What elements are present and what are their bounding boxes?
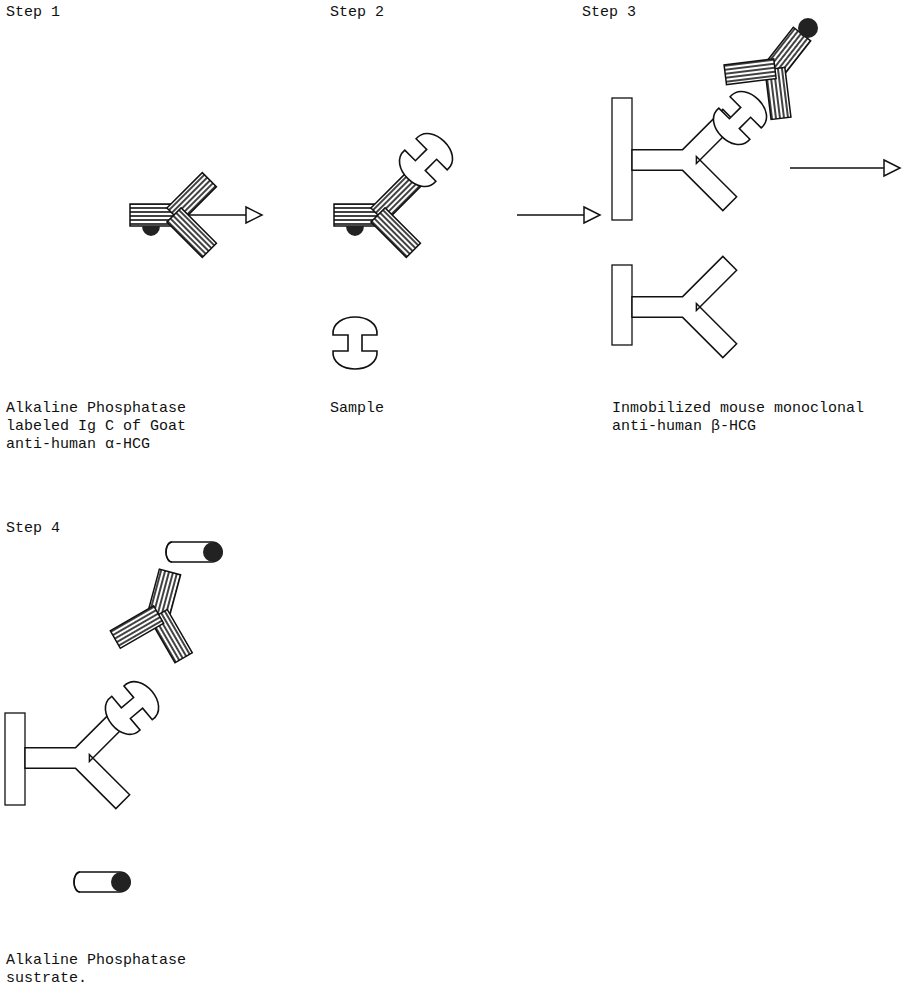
reagent-caption: Inmobilized mouse monoclonal anti-human … [612,400,887,436]
reagent-caption: Alkaline Phosphatase labeled Ig C of Goa… [6,400,198,454]
step-label: Step 2 [330,4,530,22]
step-label: Step 4 [6,520,206,538]
reagent-caption: Alkaline Phosphatase sustrate. [6,952,198,988]
sample-caption: Sample [330,400,530,418]
step-label: Step 3 [582,4,782,22]
step-label: Step 1 [6,4,206,22]
